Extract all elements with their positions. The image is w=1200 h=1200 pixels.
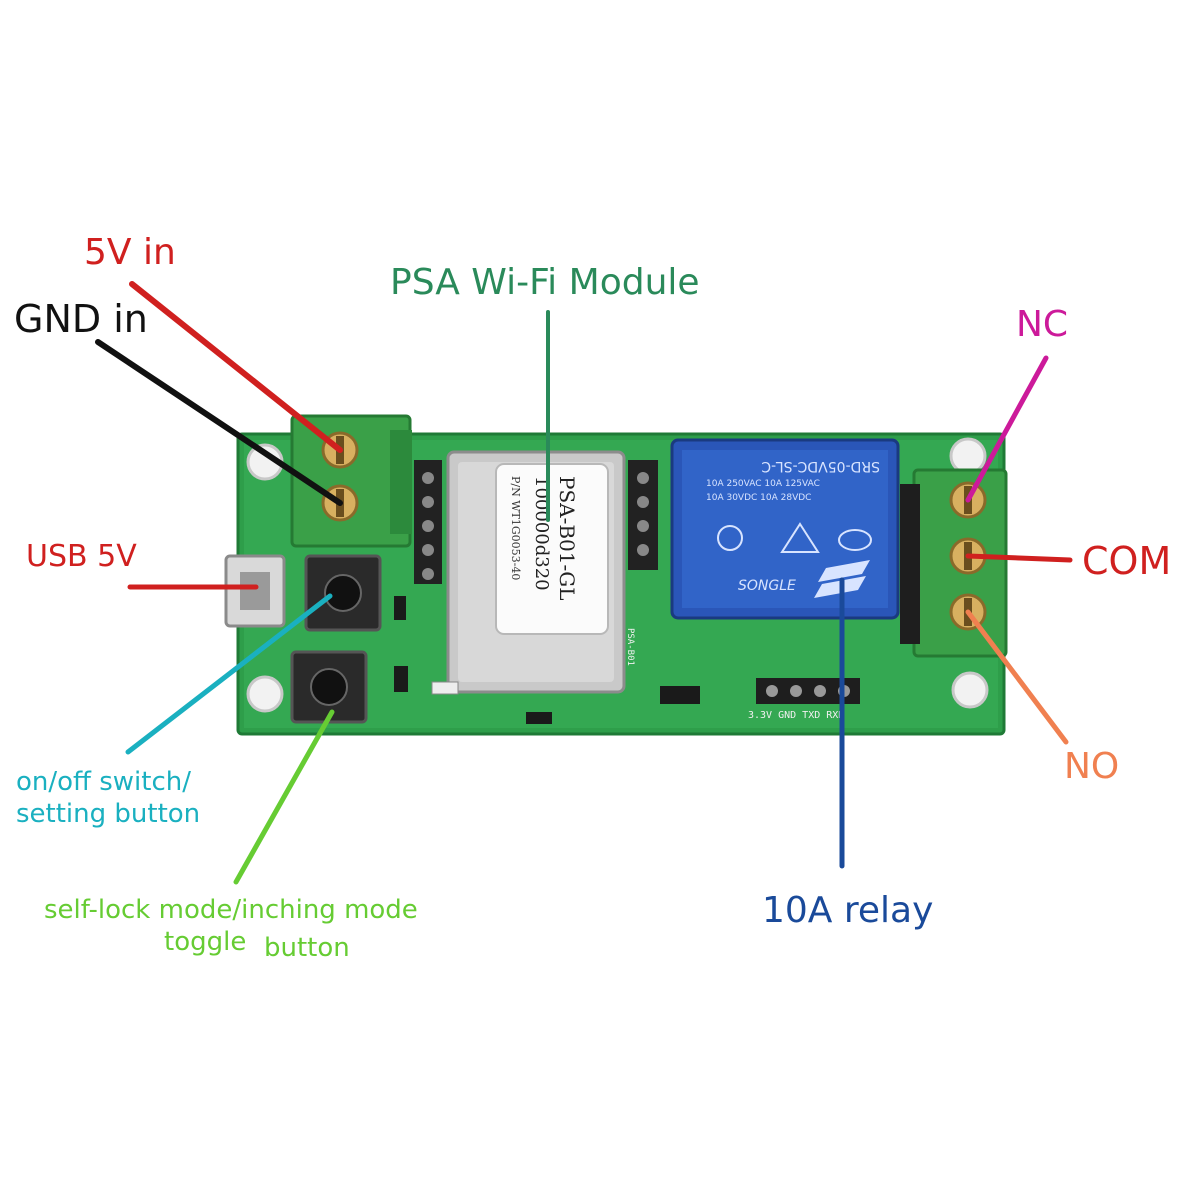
label-5v-in: 5V in [84, 232, 176, 273]
leader-onoff [125, 593, 333, 755]
leader-selflock [233, 709, 335, 885]
leader-com [965, 553, 1073, 563]
annotation-labels: 5V in GND in USB 5V PSA Wi-Fi Module NC … [14, 232, 1171, 963]
smd-components [394, 596, 700, 724]
cqc-mark-icon [838, 529, 872, 551]
ce-triangle-icon [780, 522, 820, 553]
label-selflock-line-2a: toggle [164, 927, 246, 957]
selflock-toggle-button [290, 650, 368, 724]
relay: SRD-05VDC-SL-C 10A 250VAC 10A 125VAC 10A… [670, 438, 900, 620]
label-wifi-module: PSA Wi-Fi Module [390, 262, 700, 303]
mounting-hole-bottom-right [951, 671, 989, 709]
relay-brand: SONGLE [738, 578, 796, 594]
label-nc: NC [1016, 304, 1068, 345]
output-terminal-block [900, 468, 1008, 658]
micro-usb-port [224, 554, 286, 628]
label-gnd-in: GND in [14, 297, 148, 341]
module-line-1: PSA-B01-GL [555, 476, 579, 601]
label-usb-5v: USB 5V [26, 539, 137, 574]
relay-rating-2: 10A 30VDC 10A 28VDC [706, 493, 811, 503]
relay-rating-1: 10A 250VAC 10A 125VAC [706, 479, 820, 489]
ul-mark-icon [717, 525, 743, 551]
leader-nc [965, 355, 1049, 503]
relay-model: SRD-05VDC-SL-C [761, 458, 880, 474]
label-onoff-line-1: on/off switch/ [16, 767, 191, 797]
label-10a-relay: 10A relay [762, 890, 933, 931]
label-selflock-line-1: self-lock mode/inching mode [44, 895, 418, 925]
wifi-module: PSA-B01-GL 100000d320 P/N WT1G0053-40 [446, 450, 626, 694]
leader-5v-in [129, 281, 343, 453]
mounting-hole-top-right [949, 437, 987, 475]
leader-gnd-in [95, 339, 343, 506]
songle-logo-icon [814, 560, 870, 598]
module-line-3: P/N WT1G0053-40 [509, 476, 522, 580]
leader-lines [95, 281, 1073, 885]
label-no: NO [1064, 746, 1119, 787]
header-pins-right [628, 460, 658, 570]
onoff-setting-button [304, 554, 382, 632]
board-silkscreen: PSA-B01 [625, 628, 635, 666]
module-label-sticker [495, 463, 609, 635]
serial-pin-labels: 3.3V GND TXD RXD [748, 710, 844, 721]
label-com: COM [1082, 539, 1171, 583]
header-pins-left [414, 460, 442, 584]
leader-no [965, 609, 1069, 745]
label-onoff-line-2: setting button [16, 799, 200, 829]
label-selflock-line-2b: button [264, 933, 350, 963]
mounting-hole-bottom-left [246, 675, 284, 713]
